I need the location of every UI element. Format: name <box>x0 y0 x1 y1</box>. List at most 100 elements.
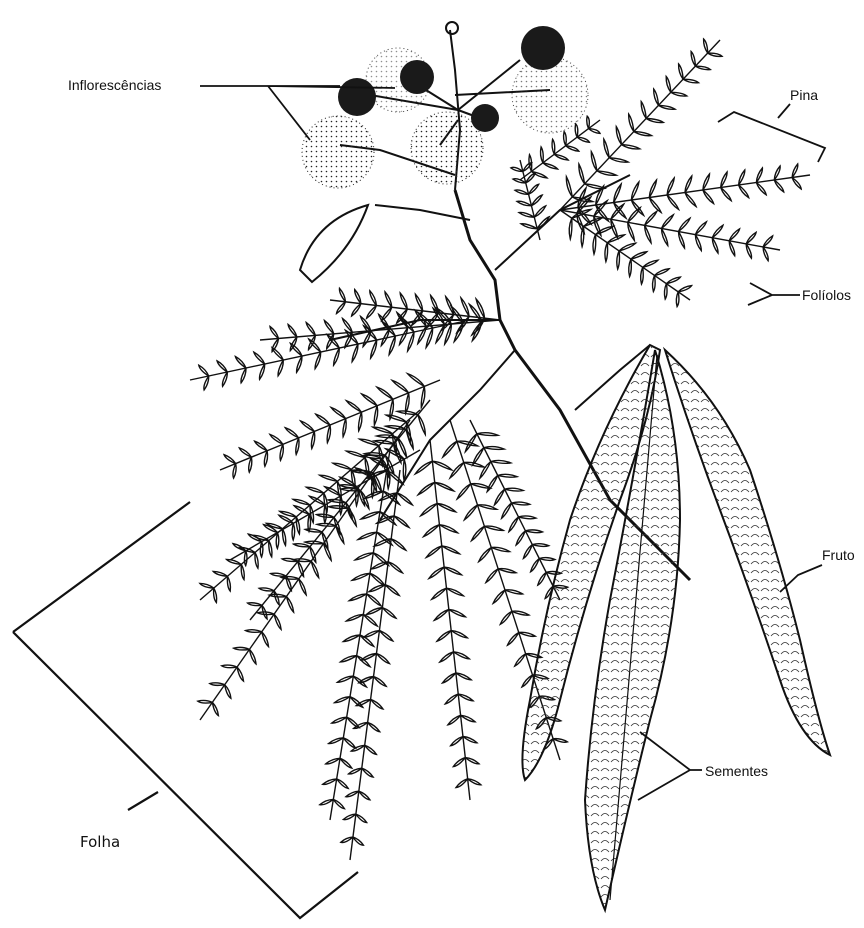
leaflet <box>691 52 695 67</box>
leaflet <box>439 525 457 533</box>
leaflet <box>343 318 353 332</box>
leaflet <box>477 433 498 436</box>
leaflet <box>591 152 597 171</box>
leaflet <box>352 344 358 362</box>
leaflet <box>512 502 530 505</box>
leaflet <box>442 673 456 683</box>
leaflet <box>538 572 546 585</box>
leaflet <box>235 357 246 369</box>
leaflet <box>509 517 519 532</box>
leaflet <box>653 276 656 292</box>
leaflet <box>305 529 322 532</box>
leaflet <box>463 737 477 743</box>
leaflet <box>491 460 511 463</box>
leaflet <box>385 292 392 308</box>
leaflet <box>369 585 385 592</box>
leaflet <box>447 588 464 596</box>
leaflet <box>575 124 578 137</box>
leaflet <box>281 577 299 580</box>
leaflet <box>440 652 454 662</box>
leaflet <box>628 222 635 240</box>
pina-leader <box>778 104 790 118</box>
sementes-leader <box>638 732 702 800</box>
leaflet <box>248 603 262 606</box>
leaflet <box>227 576 230 591</box>
leaflet <box>461 715 476 722</box>
leaflet <box>285 428 298 438</box>
leaflet <box>210 683 225 686</box>
leaflet <box>746 244 751 258</box>
leaflet <box>522 675 533 687</box>
leaflet <box>278 360 283 376</box>
leaflet <box>505 488 524 491</box>
leaflet <box>486 569 498 583</box>
leaflet <box>367 306 377 319</box>
folha-bracket <box>13 502 358 918</box>
leaflet <box>426 546 442 558</box>
leaflet <box>418 415 425 435</box>
leaflet <box>306 487 324 493</box>
leaflet <box>498 569 516 573</box>
leaflet <box>359 677 374 683</box>
leaflet <box>655 269 670 276</box>
leaflet <box>566 146 579 152</box>
leaflet <box>351 745 365 751</box>
leaflet <box>316 414 330 425</box>
leaflet <box>255 553 258 569</box>
leaflet <box>352 304 361 316</box>
leaflet <box>587 116 590 128</box>
leaflet <box>703 190 714 204</box>
leaflet <box>370 573 385 585</box>
leaflet <box>543 163 558 169</box>
leaflet <box>264 451 267 467</box>
foliolos-leader <box>748 283 800 305</box>
leaflet <box>579 164 585 184</box>
leaflet <box>434 609 449 620</box>
leaflet <box>683 79 698 83</box>
leaflet <box>552 139 555 154</box>
branch-left <box>375 205 470 220</box>
leaflet <box>406 393 410 413</box>
leaflet <box>480 462 491 479</box>
leaflet <box>391 539 406 550</box>
leaflet <box>445 694 458 704</box>
leaflet <box>584 218 603 227</box>
flower-head <box>302 116 374 188</box>
leaflet <box>472 526 485 540</box>
leaflet <box>525 530 542 533</box>
leaflet <box>412 311 423 326</box>
leaflet <box>317 514 334 517</box>
leaflet <box>529 184 539 194</box>
flower-bud <box>471 104 499 132</box>
leaflet <box>424 525 440 537</box>
leaflet <box>432 588 447 599</box>
leaflet <box>386 426 406 430</box>
leaflet <box>237 667 243 681</box>
leaflet <box>622 145 640 149</box>
leaflet <box>502 503 512 518</box>
leaflet <box>531 195 542 206</box>
leaflet <box>222 372 227 386</box>
label-inflorescencias: Inflorescências <box>68 78 161 92</box>
leaflet <box>294 544 310 547</box>
leaflet <box>339 288 345 302</box>
leaflet <box>649 180 656 198</box>
leaflet <box>458 694 473 701</box>
leaflet <box>346 791 359 797</box>
leaflet <box>362 768 373 777</box>
leaflet <box>756 168 762 183</box>
leaflet <box>679 218 691 231</box>
leaflet <box>241 368 246 383</box>
leaflet <box>432 461 451 470</box>
leaflet <box>469 304 481 321</box>
leaflet <box>367 594 381 606</box>
leaflet <box>297 356 302 372</box>
leaflet <box>756 183 766 195</box>
leaflet <box>370 291 377 306</box>
label-folha: Folha <box>80 835 120 850</box>
leaflet <box>446 297 454 315</box>
leaflet <box>372 562 389 569</box>
leaflet <box>593 235 596 255</box>
leaflet <box>516 531 525 545</box>
leaflet <box>386 415 406 422</box>
